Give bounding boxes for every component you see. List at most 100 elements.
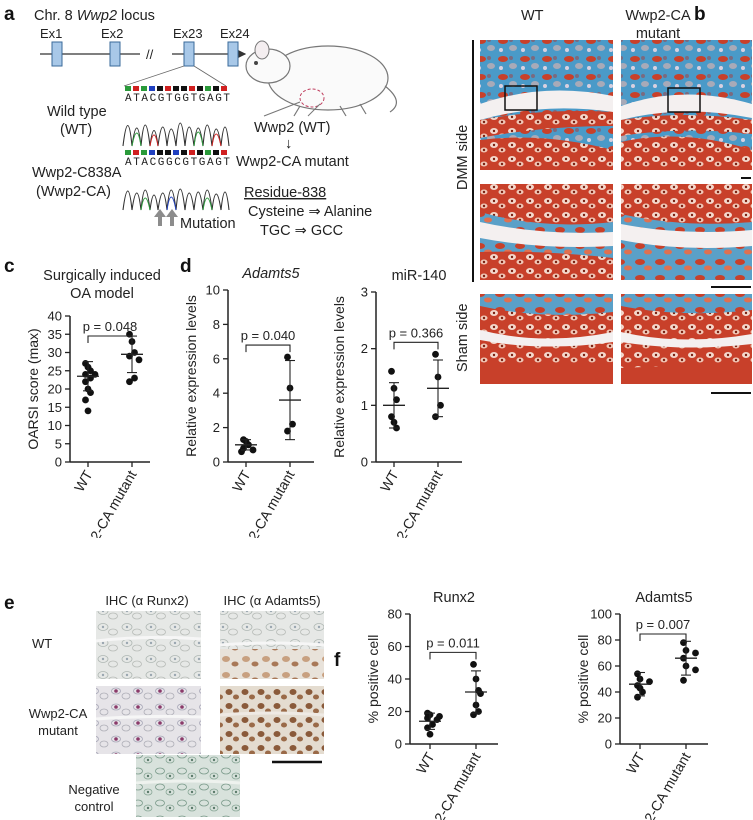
ihc-wt-runx2 bbox=[95, 611, 202, 679]
data-point bbox=[692, 666, 699, 674]
wt-chromatogram-red bbox=[149, 133, 222, 147]
y-tick-label: 2 bbox=[213, 420, 220, 435]
y-tick-label: 0 bbox=[361, 455, 368, 470]
data-point bbox=[284, 427, 291, 435]
data-point bbox=[238, 448, 245, 456]
y-tick-label: 20 bbox=[388, 704, 402, 719]
locus-break-mark: // bbox=[146, 47, 154, 62]
data-point bbox=[429, 721, 436, 728]
y-tick-label: 0 bbox=[605, 737, 612, 752]
significance-bracket bbox=[429, 651, 477, 660]
data-point bbox=[470, 660, 477, 668]
y-tick-label: 5 bbox=[55, 436, 62, 451]
y-tick-label: 0 bbox=[55, 455, 62, 470]
base-color-key-mut bbox=[125, 150, 227, 155]
data-point bbox=[424, 714, 431, 722]
y-tick-label: 20 bbox=[598, 711, 612, 726]
data-point bbox=[84, 407, 92, 415]
mut-label-line2: (Wwp2-CA) bbox=[36, 184, 111, 200]
y-axis-label: Relative expression levels bbox=[183, 295, 199, 457]
data-point bbox=[426, 730, 434, 738]
y-tick-label: 0 bbox=[213, 455, 220, 470]
y-axis-label: Relative expression levels bbox=[331, 296, 347, 458]
y-tick-label: 40 bbox=[48, 309, 62, 324]
mouse-mut-label: Wwp2-CA mutant bbox=[236, 154, 349, 170]
wt-label-line1: Wild type bbox=[47, 104, 107, 120]
exon-label-ex2: Ex2 bbox=[101, 26, 123, 41]
ihc-col-runx2: IHC (α Runx2) bbox=[105, 593, 188, 608]
ihc-negative-line2: control bbox=[74, 799, 113, 814]
y-tick-label: 10 bbox=[206, 283, 220, 298]
x-tick-label: WT bbox=[229, 467, 254, 494]
residue-aa-change: Cysteine ⇒ Alanine bbox=[248, 204, 372, 220]
y-tick-label: 2 bbox=[361, 341, 368, 356]
panel-e-label: e bbox=[4, 593, 15, 614]
p-value-label: p = 0.040 bbox=[241, 328, 296, 343]
p-value-label: p = 0.007 bbox=[636, 617, 691, 632]
data-point bbox=[131, 374, 138, 382]
data-point bbox=[680, 676, 687, 684]
significance-bracket bbox=[87, 335, 133, 343]
panel-e: e IHC (α Runx2) IHC (α Adamts5) WT Wwp2-… bbox=[4, 593, 325, 817]
y-tick-label: 0 bbox=[395, 737, 402, 752]
panel-b: b WT Wwp2-CA mutant DMM side Sham side bbox=[455, 4, 752, 394]
mouse-icon bbox=[245, 40, 397, 117]
exon-label-ex1: Ex1 bbox=[40, 26, 62, 41]
data-point bbox=[646, 678, 653, 685]
y-tick-label: 80 bbox=[388, 607, 402, 622]
mouse-wt-label: Wwp2 (WT) bbox=[254, 120, 331, 136]
data-point bbox=[437, 401, 444, 409]
mutation-arrows bbox=[154, 209, 178, 226]
wt-label-line2: (WT) bbox=[60, 122, 92, 138]
mutation-label: Mutation bbox=[180, 216, 236, 232]
mut-chromatogram-green bbox=[140, 197, 213, 211]
exon-label-ex23: Ex23 bbox=[173, 26, 203, 41]
mouse-illustration: Wwp2 (WT) ↓ Wwp2-CA mutant Residue-838 C… bbox=[236, 40, 397, 239]
ihc-negative-line1: Negative bbox=[68, 782, 119, 797]
zoom-line-left bbox=[123, 65, 185, 87]
base-color-key-wt bbox=[125, 86, 227, 91]
y-tick-label: 6 bbox=[213, 351, 220, 366]
zoom-line-right bbox=[193, 65, 227, 87]
data-point bbox=[432, 350, 439, 358]
p-value-label: p = 0.048 bbox=[83, 319, 138, 334]
y-tick-label: 35 bbox=[48, 327, 62, 342]
data-point bbox=[692, 649, 699, 657]
col-mut-label-line2: mutant bbox=[636, 26, 680, 42]
x-tick-label: WT bbox=[377, 467, 402, 494]
col-wt-label: WT bbox=[521, 8, 544, 24]
chart-title-line1: Surgically induced bbox=[43, 268, 161, 284]
data-point bbox=[249, 446, 257, 454]
data-point bbox=[126, 378, 133, 386]
ihc-row-mut-line1: Wwp2-CA bbox=[29, 706, 88, 721]
y-tick-label: 15 bbox=[48, 400, 62, 415]
p-value-label: p = 0.366 bbox=[389, 325, 444, 340]
mut-label-line1: Wwp2-C838A bbox=[32, 165, 122, 181]
y-tick-label: 30 bbox=[48, 345, 62, 360]
exon-box-ex2 bbox=[109, 41, 121, 67]
significance-bracket bbox=[245, 344, 291, 353]
y-tick-label: 60 bbox=[598, 659, 612, 674]
histology-sham-wt bbox=[480, 294, 613, 384]
histology-dmm-wt-low bbox=[480, 40, 613, 170]
ihc-wt-adamts5 bbox=[219, 611, 325, 679]
ihc-mut-adamts5 bbox=[219, 686, 325, 754]
data-point bbox=[388, 413, 395, 421]
y-tick-label: 8 bbox=[213, 317, 220, 332]
chart-title: Adamts5 bbox=[241, 266, 300, 282]
y-tick-label: 10 bbox=[48, 418, 62, 433]
ihc-col-adamts5: IHC (α Adamts5) bbox=[223, 593, 320, 608]
significance-bracket bbox=[393, 341, 439, 350]
data-point bbox=[393, 396, 400, 404]
row-dmm-label: DMM side bbox=[455, 125, 471, 190]
mut-chromatogram bbox=[122, 188, 230, 211]
col-mut-label-line1: Wwp2-CA bbox=[625, 8, 691, 24]
histology-dmm-mut-high bbox=[621, 184, 752, 280]
data-point bbox=[87, 367, 94, 375]
chart-title-line2: OA model bbox=[70, 286, 134, 302]
locus-title: Chr. 8 Wwp2 locus bbox=[34, 8, 155, 24]
